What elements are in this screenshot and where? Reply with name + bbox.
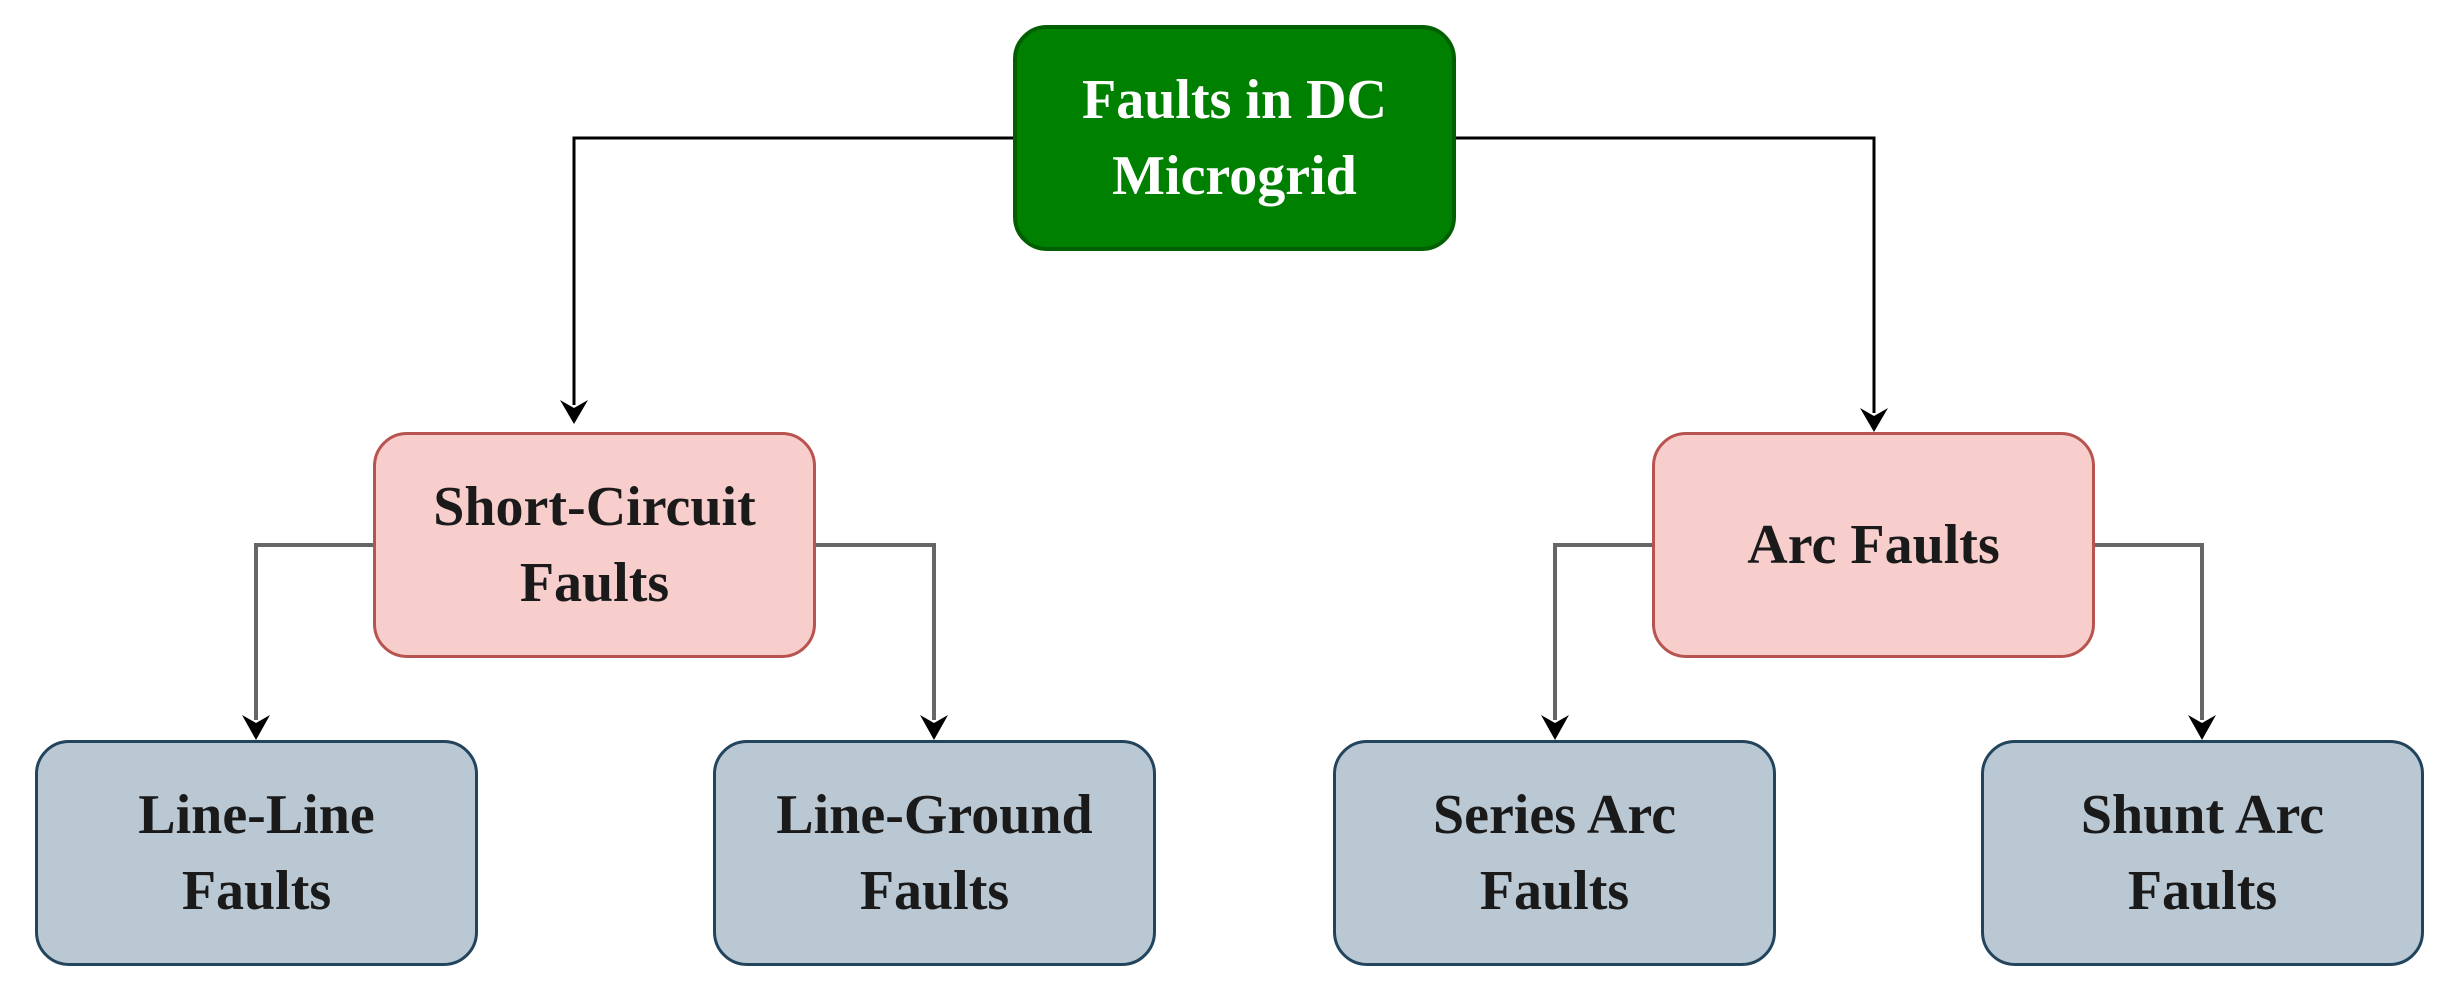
leaf-node-label: Shunt Arc Faults bbox=[2080, 784, 2325, 922]
edge-root-to-arc bbox=[1456, 136, 1876, 413]
leaf-node-label: Line-Ground Faults bbox=[776, 784, 1093, 922]
leaf-node-label: Series Arc Faults bbox=[1432, 784, 1677, 922]
root-node-label: Faults in DC Microgrid bbox=[1082, 69, 1387, 207]
category-node-short-circuit-faults: Short-Circuit Faults bbox=[373, 432, 816, 658]
leaf-node-line-ground-faults: Line-Ground Faults bbox=[713, 740, 1156, 966]
root-node-faults-in-dc-microgrid: Faults in DC Microgrid bbox=[1013, 25, 1456, 251]
leaf-node-series-arc-faults: Series Arc Faults bbox=[1333, 740, 1776, 966]
arrowhead-series-arc bbox=[1541, 715, 1569, 740]
arrowhead-short-circuit bbox=[560, 400, 588, 424]
category-node-arc-faults: Arc Faults bbox=[1652, 432, 2095, 658]
edge-arc-to-shunt bbox=[2095, 543, 2204, 720]
leaf-node-shunt-arc-faults: Shunt Arc Faults bbox=[1981, 740, 2424, 966]
arrowhead-shunt-arc bbox=[2188, 715, 2216, 740]
edge-root-to-short-circuit bbox=[572, 136, 1013, 405]
leaf-node-label: Line-Line Faults bbox=[138, 784, 375, 922]
arrowhead-line-ground bbox=[920, 715, 948, 740]
category-node-label: Short-Circuit Faults bbox=[433, 476, 756, 614]
edge-arc-to-series bbox=[1553, 543, 1652, 720]
edge-short-to-line-ground bbox=[816, 543, 936, 720]
arrowhead-line-line bbox=[242, 715, 270, 740]
category-node-label: Arc Faults bbox=[1747, 514, 2000, 576]
arrowhead-arc bbox=[1860, 408, 1888, 432]
edge-short-to-line-line bbox=[254, 543, 373, 720]
leaf-node-line-line-faults: Line-Line Faults bbox=[35, 740, 478, 966]
